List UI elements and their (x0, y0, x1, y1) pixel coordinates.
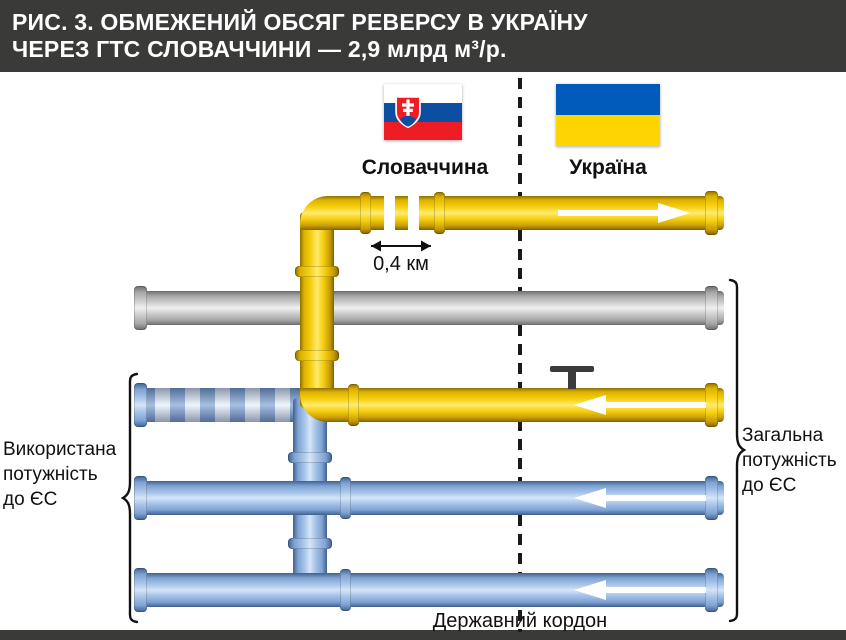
slovakia-emblem-icon (395, 95, 421, 129)
pipe-break-gap-2 (408, 194, 419, 232)
used-capacity-line2: потужність (3, 464, 98, 485)
ukraine-flag-icon (556, 84, 660, 146)
header-bar: РИС. 3. ОБМЕЖЕНИЙ ОБСЯГ РЕВЕРСУ В УКРАЇН… (0, 0, 846, 72)
pipe-blue-striped-stub (140, 388, 312, 422)
coupling-blue-vertical-upper (288, 452, 332, 463)
coupling-blue-bottom (340, 569, 351, 611)
flange-blue-middle-right (705, 476, 718, 520)
distance-label: 0,4 км (373, 253, 429, 275)
figure-title-line2: ЧЕРЕЗ ГТС СЛОВАЧЧИНИ — 2,9 млрд м³/р. (12, 36, 507, 62)
coupling-blue-vertical-lower (288, 538, 332, 549)
figure-title-line1: РИС. 3. ОБМЕЖЕНИЙ ОБСЯГ РЕВЕРСУ В УКРАЇН… (12, 9, 588, 35)
slovakia-flag-icon (384, 84, 462, 140)
right-brace-icon (728, 278, 746, 623)
label-slovakia: Словаччина (361, 156, 489, 179)
flow-arrow-left-yellow-icon (574, 394, 706, 421)
left-brace-icon (121, 372, 139, 624)
flow-arrow-left-blue2-icon (574, 579, 706, 606)
pipe-yellow-vertical (300, 212, 334, 408)
used-capacity-line3: до ЄС (3, 489, 58, 510)
total-capacity-line3: до ЄС (742, 475, 797, 496)
flange-yellow-segment-left (360, 192, 371, 234)
coupling-yellow-vertical-lower (295, 350, 339, 361)
pipe-break-gap-1 (384, 194, 395, 232)
pipe-gray-idle (140, 291, 724, 325)
flow-arrow-right-icon (558, 202, 690, 229)
total-capacity-line2: потужність (742, 450, 837, 471)
coupling-yellow-vertical-upper (295, 266, 339, 277)
slovakia-flag-red (384, 122, 462, 140)
flange-blue-stub-left (134, 383, 147, 427)
distance-arrow-icon (365, 238, 437, 259)
used-capacity-line1: Використана (3, 439, 117, 460)
label-total-capacity: Загальна потужність до ЄС (742, 423, 846, 498)
flange-blue-bottom-right (705, 568, 718, 612)
valve-stem (568, 371, 576, 389)
bottom-band (0, 630, 846, 640)
coupling-blue-middle (340, 477, 351, 519)
flange-blue-bottom-left (134, 568, 147, 612)
flange-yellow-reverse-right (705, 383, 718, 427)
valve-handle (550, 366, 594, 372)
label-ukraine: Україна (569, 156, 647, 179)
label-used-capacity: Використана потужність до ЄС (3, 437, 121, 512)
coupling-yellow-reverse (348, 384, 359, 426)
flange-gray-left (134, 286, 147, 330)
flange-gray-right (705, 286, 718, 330)
valve-icon (548, 366, 596, 390)
ukraine-flag-yellow (556, 115, 660, 146)
label-state-border: Державний кордон (432, 610, 608, 632)
flange-yellow-segment-right (434, 192, 445, 234)
flow-arrow-left-blue1-icon (574, 487, 706, 514)
ukraine-flag-blue (556, 84, 660, 115)
flange-yellow-top-right (705, 191, 718, 235)
total-capacity-line1: Загальна (742, 425, 824, 446)
state-border-dashed-line (518, 78, 522, 632)
flange-blue-middle-left (134, 476, 147, 520)
